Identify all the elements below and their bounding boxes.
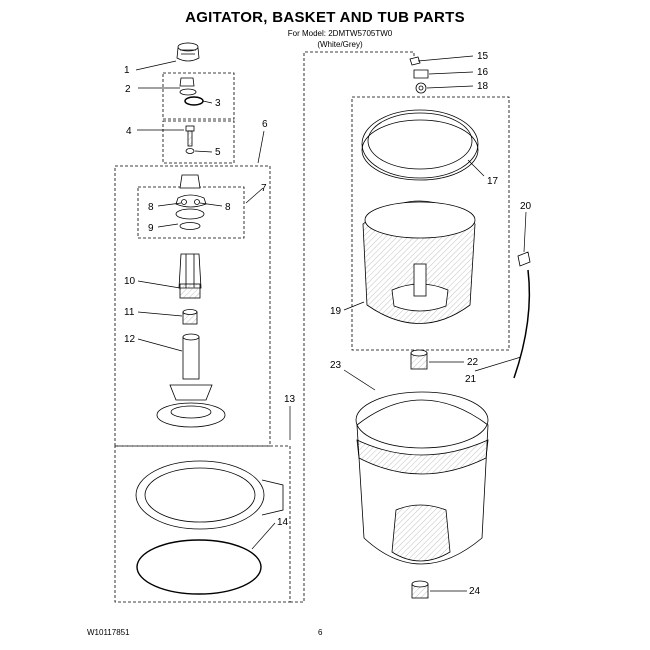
connector-line xyxy=(290,51,415,603)
callout-19: 19 xyxy=(330,306,342,317)
callout-10: 10 xyxy=(124,276,136,287)
part-20-21-hose xyxy=(513,251,531,379)
doc-code: W10117851 xyxy=(87,628,130,637)
callout-5: 5 xyxy=(215,147,221,158)
callout-22: 22 xyxy=(467,357,479,368)
callout-11: 11 xyxy=(124,307,135,318)
callout-23: 23 xyxy=(330,360,342,371)
callout-14: 14 xyxy=(277,517,289,528)
group-box-13 xyxy=(114,445,291,603)
page-number: 6 xyxy=(318,628,323,637)
callout-13: 13 xyxy=(284,394,296,405)
part-19-basket xyxy=(362,200,476,324)
callout-12: 12 xyxy=(124,334,136,345)
callout-numbers: 1 2 3 4 5 6 7 8 8 9 10 11 12 13 14 15 16… xyxy=(124,51,532,597)
callout-2: 2 xyxy=(125,84,131,95)
callout-15: 15 xyxy=(477,51,489,62)
part-2-3-ring xyxy=(179,77,204,106)
callout-17: 17 xyxy=(487,176,499,187)
part-1-cap xyxy=(176,42,200,62)
callout-16: 16 xyxy=(477,67,489,78)
group-box-2 xyxy=(162,72,235,120)
part-13-14-ring xyxy=(135,460,284,595)
callout-3: 3 xyxy=(215,98,221,109)
part-12-base xyxy=(156,333,226,428)
callout-4: 4 xyxy=(126,126,132,137)
color-line: (White/Grey) xyxy=(317,40,363,49)
callout-6: 6 xyxy=(262,119,268,130)
callout-20: 20 xyxy=(520,201,532,212)
callout-1: 1 xyxy=(124,65,130,76)
part-10-vane xyxy=(178,253,202,299)
callout-8b: 8 xyxy=(225,202,231,213)
callout-24: 24 xyxy=(469,586,481,597)
diagram-title: AGITATOR, BASKET AND TUB PARTS xyxy=(185,9,465,26)
callout-21: 21 xyxy=(465,374,477,385)
part-24-nut xyxy=(411,580,429,599)
callout-18: 18 xyxy=(477,81,489,92)
part-15-16-18-hardware xyxy=(409,56,429,94)
part-22-hub xyxy=(410,349,428,370)
group-box-4 xyxy=(162,120,235,164)
part-17-balance-ring xyxy=(361,109,479,181)
callout-9: 9 xyxy=(148,223,154,234)
leader-lines xyxy=(135,55,527,592)
callout-8a: 8 xyxy=(148,202,154,213)
part-23-tub xyxy=(355,391,489,565)
part-7-8-9-assembly xyxy=(175,174,207,230)
callout-7: 7 xyxy=(261,183,267,194)
part-11-spline xyxy=(182,309,198,325)
model-line: For Model: 2DMTW5705TW0 xyxy=(287,29,393,38)
part-4-5-bolt xyxy=(185,125,195,154)
